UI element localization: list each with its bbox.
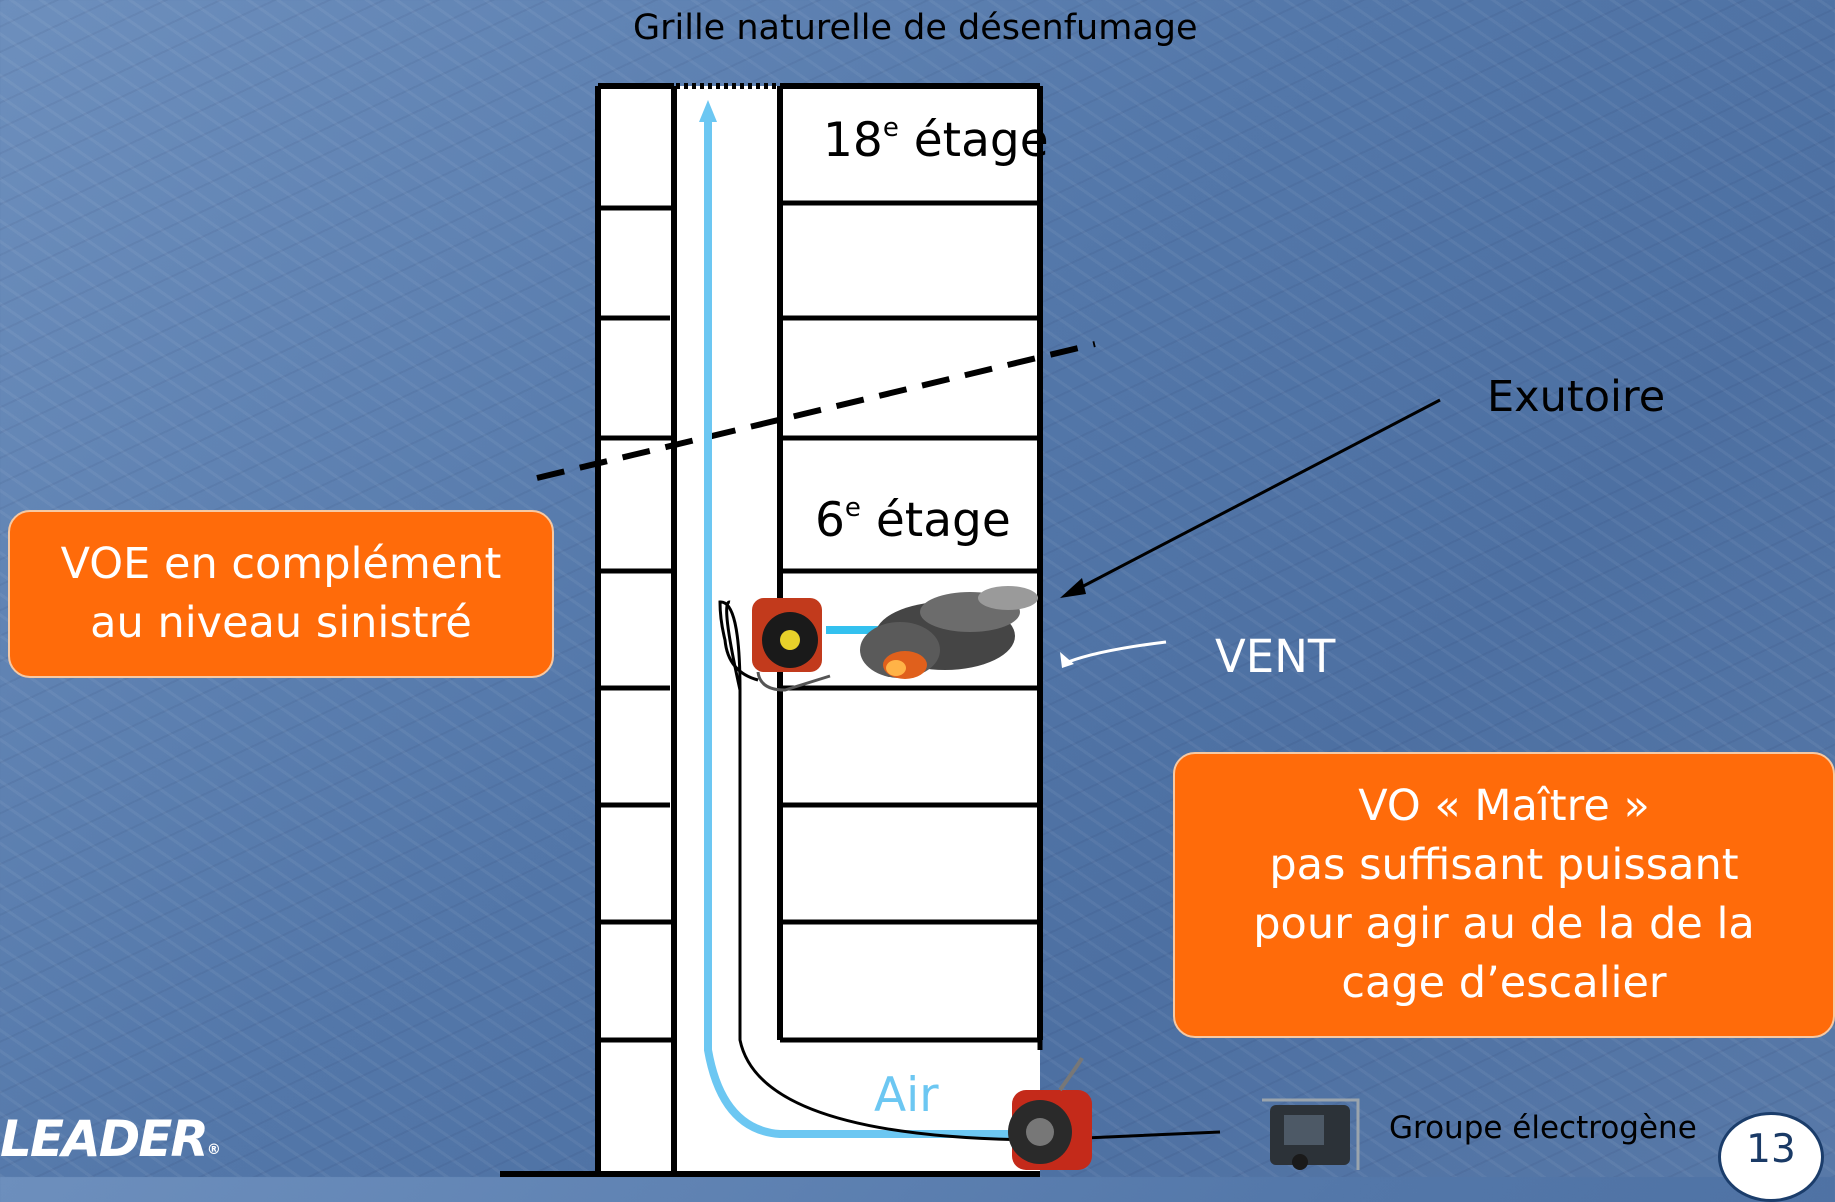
voe-callout-line-2: au niveau sinistré bbox=[90, 598, 472, 648]
blower-fan-icon bbox=[1008, 1057, 1092, 1170]
fan-icon bbox=[752, 598, 831, 692]
floor-18-label: 18e étage bbox=[823, 113, 1049, 168]
floor-18-sup: e bbox=[882, 113, 899, 143]
exutoire-arrow-line bbox=[1071, 398, 1441, 594]
left-floor-lines bbox=[596, 205, 674, 1043]
wind-arrowhead bbox=[1060, 652, 1074, 668]
leader-logo: LEADER® bbox=[0, 1110, 221, 1168]
airflow-path bbox=[704, 112, 1010, 1138]
logo-text: LEADER bbox=[0, 1110, 209, 1168]
vo-callout-line-4: cage d’escalier bbox=[1341, 958, 1667, 1008]
logo-registered-mark: ® bbox=[206, 1142, 221, 1158]
floor-6-word: étage bbox=[875, 493, 1011, 548]
groupe-electrogene-label: Groupe électrogène bbox=[1389, 1110, 1697, 1146]
floor-6-label: 6e étage bbox=[815, 493, 1011, 548]
vo-maitre-callout: VO « Maître » pas suffisant puissant pou… bbox=[1173, 752, 1835, 1038]
power-cable bbox=[718, 600, 1221, 1142]
exutoire-label: Exutoire bbox=[1487, 372, 1666, 422]
building-diagram bbox=[500, 83, 1441, 1177]
voe-callout-line-1: VOE en complément bbox=[60, 539, 502, 589]
vo-callout-line-1: VO « Maître » bbox=[1358, 781, 1650, 831]
floor-6-sup: e bbox=[844, 493, 861, 523]
exutoire-arrowhead bbox=[1060, 578, 1086, 598]
right-floor-lines bbox=[780, 200, 1040, 1043]
smoke-fire-icon bbox=[860, 586, 1038, 679]
grille-label: Grille naturelle de désenfumage bbox=[633, 8, 1198, 48]
floor-18-number: 18 bbox=[823, 113, 883, 168]
voe-callout: VOE en complément au niveau sinistré bbox=[8, 510, 554, 678]
section-cut-dashed-line bbox=[536, 341, 1096, 481]
generator-icon bbox=[1262, 1098, 1360, 1170]
slide-number-badge: 13 bbox=[1718, 1112, 1824, 1202]
fan-cable bbox=[725, 600, 742, 691]
airflow-arrowhead bbox=[699, 100, 717, 122]
vo-callout-line-2: pas suffisant puissant bbox=[1269, 840, 1739, 890]
wind-arrow-line bbox=[1067, 640, 1167, 664]
vo-callout-line-3: pour agir au de la de la bbox=[1253, 899, 1755, 949]
vent-label: VENT bbox=[1215, 630, 1336, 683]
air-label: Air bbox=[874, 1068, 939, 1123]
floor-6-number: 6 bbox=[815, 493, 845, 548]
floor-18-word: étage bbox=[913, 113, 1049, 168]
